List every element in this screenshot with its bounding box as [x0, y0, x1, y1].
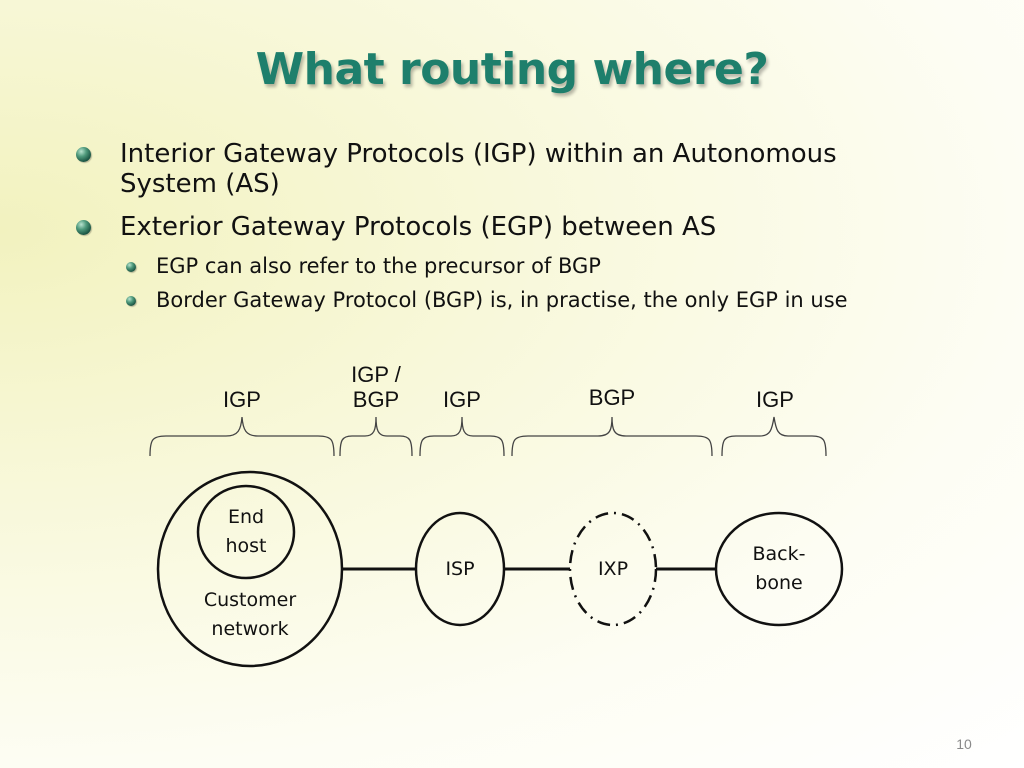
customer-network-label: Customer network: [203, 589, 297, 641]
bullet-marker-icon: [76, 220, 91, 235]
brace-label-igp-isp: IGP: [443, 387, 481, 412]
bullet-text: EGP can also refer to the precursor of B…: [156, 254, 601, 278]
brace-igp-bgp-edge: [339, 416, 413, 457]
isp-node: [414, 511, 506, 627]
brace-igp-isp: [419, 416, 505, 457]
bullet-text: Interior Gateway Protocols (IGP) within …: [120, 139, 837, 200]
page-number: 10: [956, 736, 972, 752]
slide-title: What routing where?: [255, 44, 769, 95]
bullet-text: Border Gateway Protocol (BGP) is, in pra…: [156, 288, 848, 312]
brace-label-bgp-ixp: BGP: [588, 385, 636, 410]
end-host-node: [196, 484, 296, 580]
bullet-igp: Interior Gateway Protocols (IGP) within …: [76, 139, 910, 200]
ixp-node: [568, 511, 658, 627]
bullet-marker-icon: [76, 147, 91, 162]
sub-bullet-egp-precursor: EGP can also refer to the precursor of B…: [126, 254, 936, 278]
brace-bgp-ixp: [511, 416, 713, 457]
bullet-text: Exterior Gateway Protocols (EGP) between…: [120, 212, 717, 242]
brace-igp-customer: [149, 416, 335, 457]
brace-label-igp-backbone: IGP: [756, 387, 794, 412]
end-host-label: End host: [225, 506, 267, 558]
customer-network-node: [156, 470, 344, 668]
bullet-marker-icon: [126, 262, 136, 272]
backbone-label: Back- bone: [752, 543, 806, 595]
brace-label-igp-bgp: IGP / BGP: [351, 362, 401, 413]
bullet-egp: Exterior Gateway Protocols (EGP) between…: [76, 212, 910, 242]
backbone-node: [714, 511, 844, 627]
brace-label-igp-customer: IGP: [223, 387, 261, 412]
ixp-label: IXP: [597, 558, 629, 580]
sub-bullet-bgp: Border Gateway Protocol (BGP) is, in pra…: [126, 288, 936, 312]
bullet-marker-icon: [126, 296, 136, 306]
brace-igp-backbone: [721, 416, 827, 457]
isp-label: ISP: [445, 558, 475, 580]
